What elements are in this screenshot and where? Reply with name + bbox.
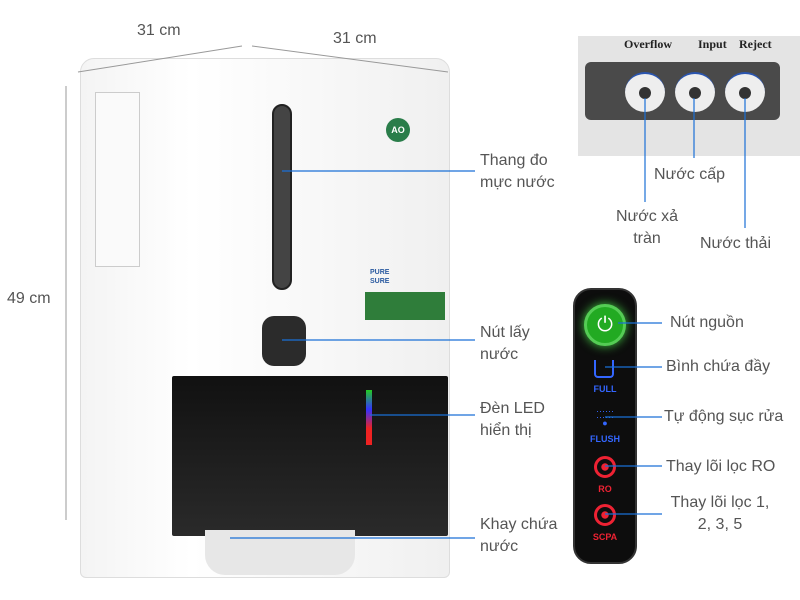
scpa-filter-icon [594, 504, 616, 526]
input-water-label: Nước cấp [654, 166, 725, 183]
water-level-window [272, 104, 292, 290]
ro-filter-icon [594, 456, 616, 478]
led-control-panel: ⏻ FULL ⋯⋯⋯⋯● FLUSH RO SCPA [573, 288, 637, 564]
small-led-strip [366, 390, 372, 445]
spec-sticker [95, 92, 140, 267]
brand-logo: AO [386, 118, 410, 142]
overflow-port-label: Overflow [624, 37, 672, 51]
power-label: Nút nguồn [670, 314, 744, 331]
ro-text: RO [598, 484, 612, 494]
tank-full-icon [594, 360, 614, 378]
scpa-text: SCPA [592, 532, 618, 542]
reject-port [725, 72, 765, 112]
auto-flush-label: Tự động sục rửa [664, 408, 784, 425]
overflow-water-label: Nước xả tràn [615, 208, 679, 247]
drip-tray [205, 530, 355, 575]
reject-port-label: Reject [739, 37, 772, 51]
power-icon[interactable]: ⏻ [584, 304, 626, 346]
water-gauge-label: Thang đo mực nước [480, 152, 555, 191]
height-dimension: 49 cm [7, 290, 51, 307]
overflow-port [625, 72, 665, 112]
water-tray-label: Khay chứa nước [480, 516, 558, 555]
dispense-button-label: Nút lấy nước [480, 324, 530, 363]
input-port [675, 72, 715, 112]
front-black-panel [172, 376, 448, 536]
full-text: FULL [593, 384, 617, 394]
flush-icon: ⋯⋯⋯⋯● [596, 406, 614, 428]
replace-ro-label: Thay lõi lọc RO [666, 458, 776, 475]
width-dimension: 31 cm [137, 22, 181, 39]
dispense-knob[interactable] [262, 316, 306, 366]
tank-full-label: Bình chứa đầy [666, 358, 771, 375]
green-label [365, 292, 445, 320]
reject-water-label: Nước thải [700, 235, 771, 252]
led-display-label: Đèn LED hiển thị [480, 400, 545, 439]
input-port-label: Input [698, 37, 727, 51]
flush-text: FLUSH [590, 434, 620, 444]
replace-others-label: Thay lõi lọc 1, 2, 3, 5 [670, 494, 770, 533]
depth-dimension: 31 cm [333, 30, 377, 47]
